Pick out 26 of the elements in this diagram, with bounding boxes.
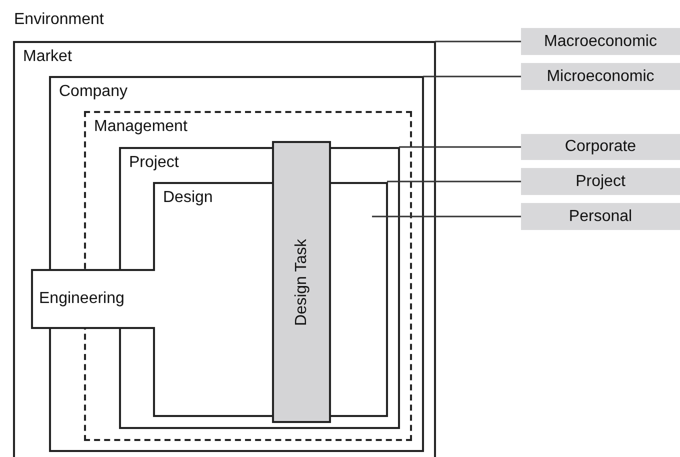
node-label: Microeconomic [546,66,654,86]
leader-line [372,216,521,218]
layer-box [13,41,436,457]
task-bar [272,141,331,423]
node-label: Personal [568,206,632,226]
node-label: Design Task [292,238,310,326]
node-label: Market [23,47,73,67]
node-label: Company [59,82,128,102]
leader-line [435,40,521,42]
node-label: Engineering [39,289,124,309]
node-label: Project [576,172,626,192]
region-label: Environment [14,10,104,30]
leader-line [423,76,521,78]
category-tag [521,134,680,160]
node-label: Corporate [564,137,636,157]
node-label: Project [129,153,180,173]
category-tag [521,203,680,230]
node-label: Design [163,188,214,208]
category-tag [521,168,680,195]
leader-line [399,146,521,148]
layer-tab [31,269,155,329]
category-tag [521,63,680,90]
leader-line [387,180,521,182]
category-tag [521,28,680,55]
node-label: Management [94,117,188,137]
node-label: Macroeconomic [544,32,657,52]
